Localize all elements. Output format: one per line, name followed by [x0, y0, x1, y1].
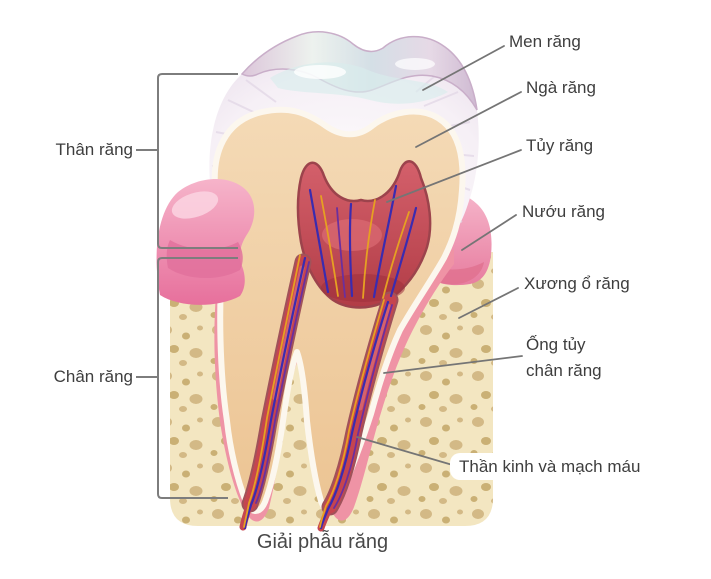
label-root-canal-line1: Ống tủy: [526, 335, 586, 354]
root-canals: [239, 253, 399, 532]
diagram-caption: Giải phẫu răng: [256, 531, 389, 553]
label-enamel: Men răng: [509, 32, 581, 51]
label-alveolar-bone: Xương ổ răng: [524, 274, 630, 293]
leader-lines: [356, 45, 523, 467]
leader-nuou-rang: [461, 214, 517, 251]
blue-vessels: [243, 184, 418, 530]
right-canal-light: [357, 303, 391, 411]
gum-left-highlight: [171, 191, 219, 219]
label-root: Chân răng: [53, 367, 133, 386]
gum-left-fold: [166, 240, 243, 279]
label-nerves-vessels: Thần kinh và mạch máu: [450, 453, 650, 481]
leader-xuong-o-rang: [458, 287, 519, 319]
label-root-canal: Ống tủy chân răng: [526, 332, 602, 385]
bracket-than-rang: [157, 73, 238, 249]
nerves-vessels: [243, 184, 418, 530]
leader-tuy-rang: [386, 149, 522, 203]
leader-men-rang: [422, 45, 505, 91]
cap-highlight-1: [294, 65, 346, 79]
gum-left: [156, 178, 255, 305]
pulp-highlight: [322, 219, 382, 251]
label-root-canal-line2: chân răng: [526, 361, 602, 381]
label-pulp: Tủy răng: [526, 136, 594, 155]
purple-vessels: [255, 207, 393, 509]
leader-nga-rang: [415, 91, 522, 148]
label-crown: Thân răng: [55, 140, 134, 159]
leader-ong-tuy: [383, 355, 523, 374]
brackets: [136, 73, 238, 499]
leader-than-kinh: [356, 436, 457, 467]
label-dentin: Ngà răng: [526, 78, 596, 97]
orange-vessels: [243, 195, 410, 528]
label-gum: Nướu răng: [522, 202, 606, 221]
cap-highlight-2: [395, 58, 435, 70]
